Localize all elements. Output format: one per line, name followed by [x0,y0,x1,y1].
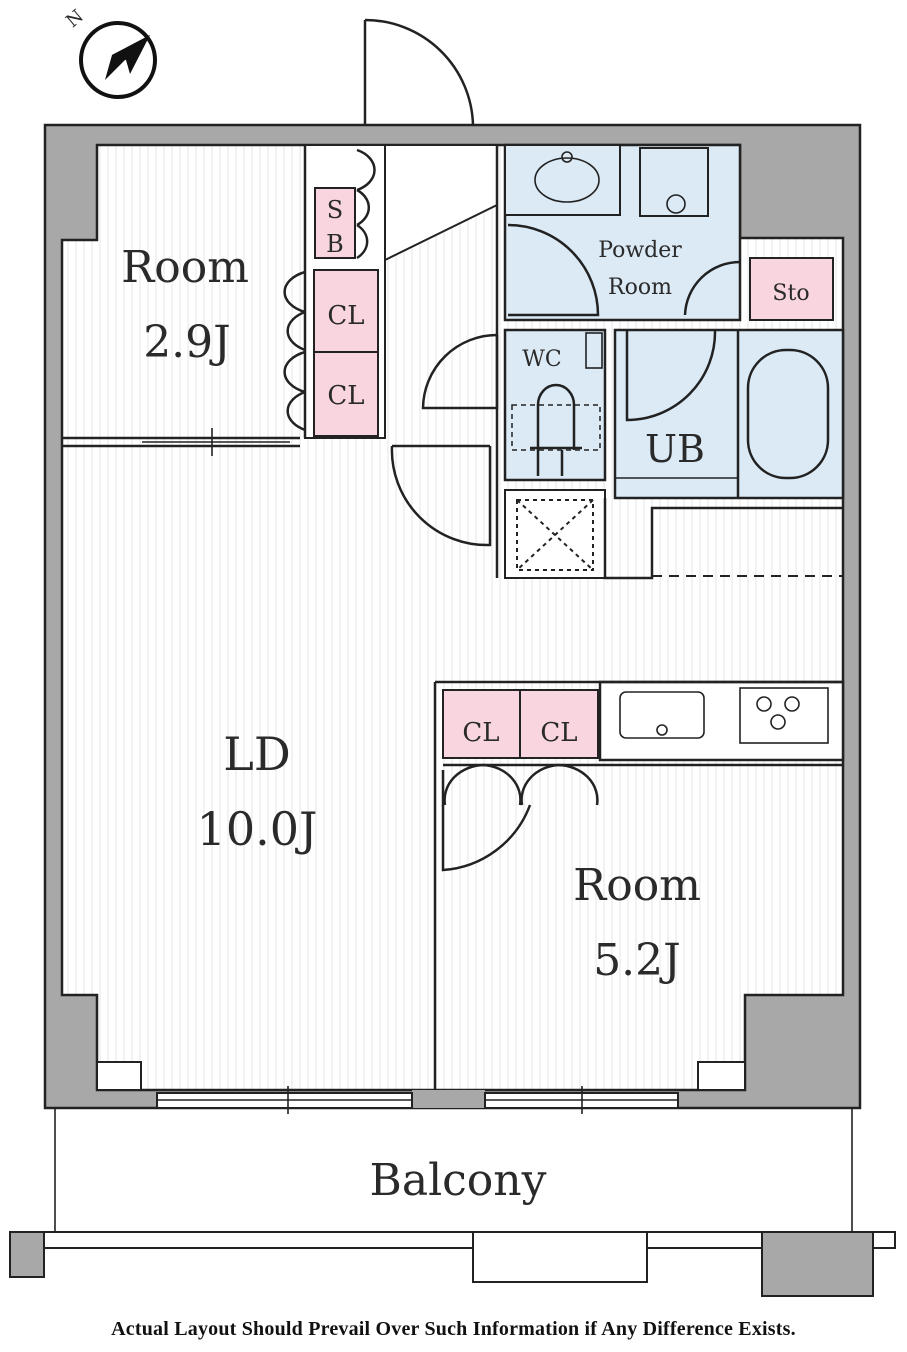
wc-label: WC [522,347,561,372]
shoe-box [314,187,356,259]
disclaimer-caption: Actual Layout Should Prevail Over Such I… [111,1318,796,1340]
window-ld [156,1086,413,1114]
north-compass-icon: N [62,6,157,99]
window-room [484,1086,679,1114]
closet-label: CL [540,718,577,748]
storage [749,257,834,321]
closet-label: CL [327,301,364,331]
room-large-size: 5.2J [593,935,681,986]
room-small-label: Room [121,242,249,293]
storage-label: Sto [772,281,809,306]
closet-2 [313,351,379,437]
ld-label: LD [223,727,290,781]
ld-size: 10.0J [197,802,318,856]
powder-room-label-2: Room [608,275,672,300]
closet-label: CL [327,381,364,411]
closet-3 [442,689,521,759]
closet-label: CL [462,718,499,748]
unit-bath-label: UB [645,427,705,471]
closet-4 [519,689,599,759]
sb-label-s: S [327,196,343,224]
powder-room-label-1: Powder [598,238,682,263]
balcony-label: Balcony [370,1155,547,1206]
balcony: Balcony [9,1108,896,1297]
compass-north-label: N [62,6,88,32]
unit-bath [613,328,845,500]
room-small-size: 2.9J [143,317,231,368]
kitchen-counter [598,680,845,762]
room-large-label: Room [573,860,701,911]
sb-label-b: B [326,230,344,258]
closet-1 [313,269,379,353]
